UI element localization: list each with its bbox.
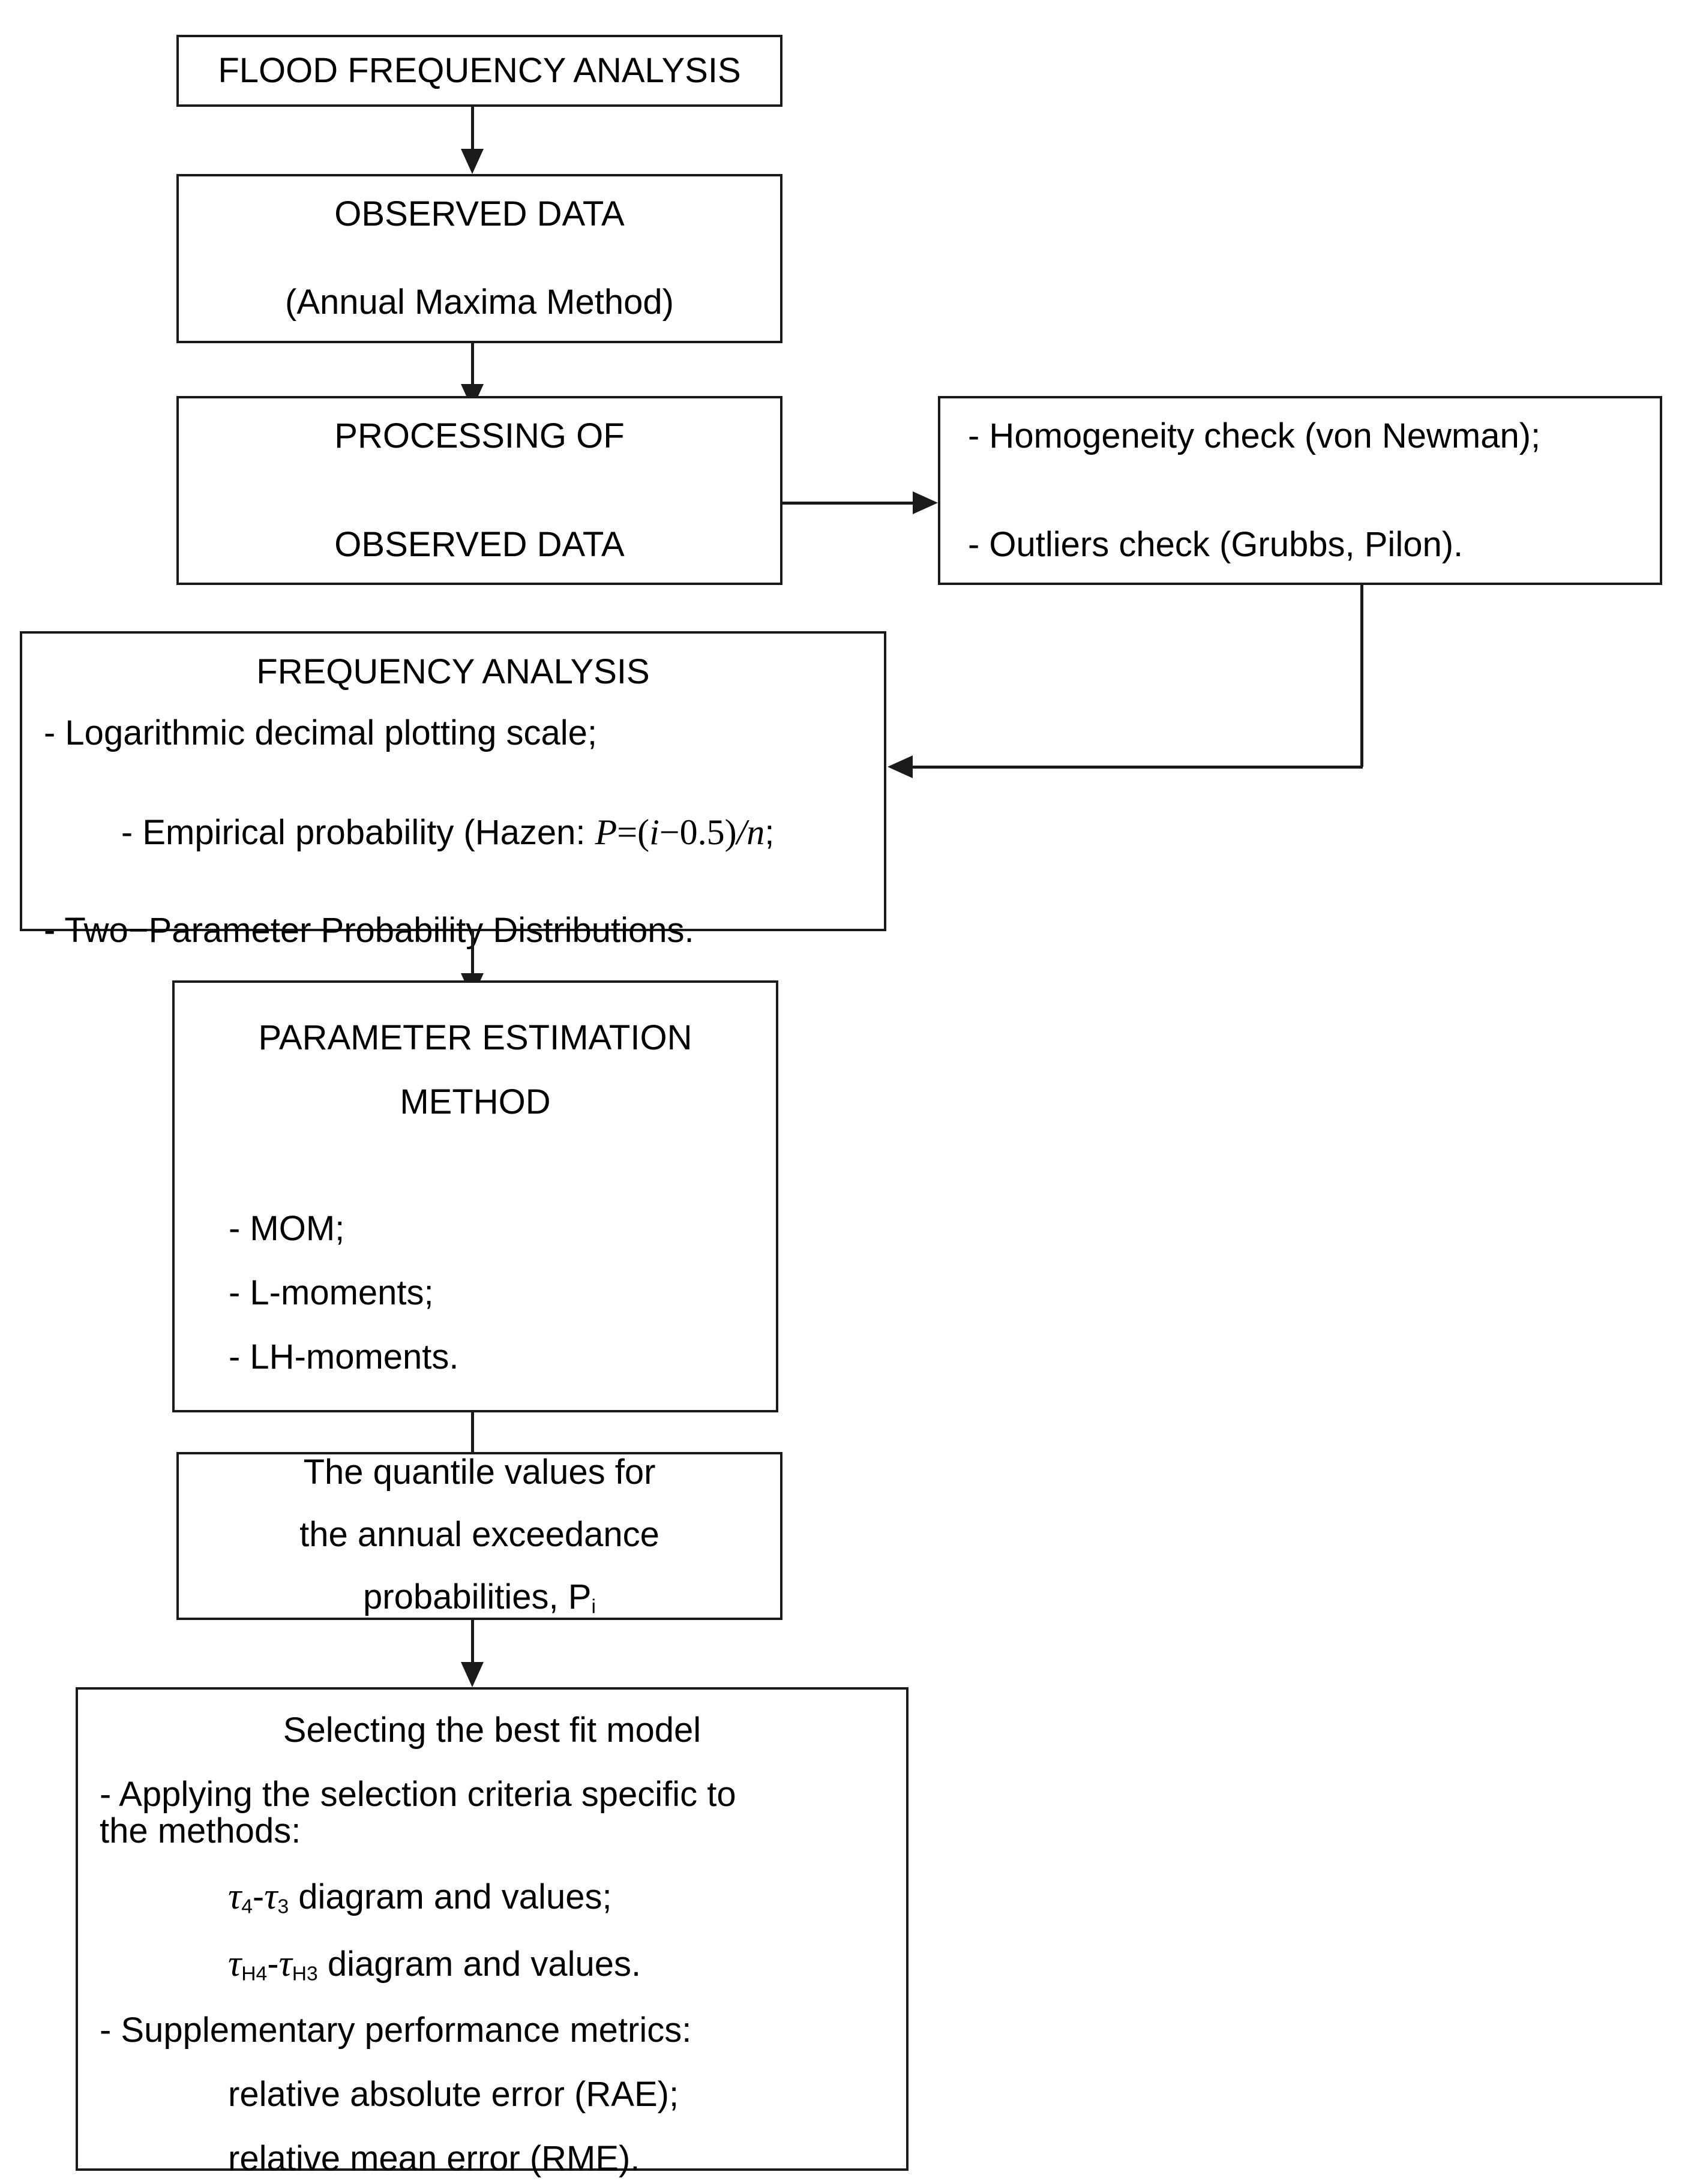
- param-item-mom: - MOM;: [229, 1208, 345, 1248]
- formula-i: i: [649, 812, 659, 852]
- formula-open-paren: (: [637, 812, 650, 852]
- tau-dash-1: -: [252, 1877, 265, 1916]
- bestfit-item-criteria-line-1: - Applying the selection criteria specif…: [100, 1774, 736, 1814]
- arrow-down-1: [461, 149, 484, 174]
- connector-line-2: [471, 343, 474, 390]
- bestfit-item-supplementary: - Supplementary performance metrics:: [100, 2011, 692, 2050]
- tau-subscript-3: 3: [277, 1895, 289, 1918]
- tau-symbol-1: τ: [228, 1876, 242, 1917]
- bestfit-metric-rae: relative absolute error (RAE);: [228, 2074, 679, 2114]
- quantile-line-2: the annual exceedance: [299, 1515, 659, 1555]
- formula-close-paren: ): [724, 812, 737, 852]
- bestfit-criterion-tau43: τ4-τ3 diagram and values;: [78, 1877, 906, 1918]
- formula-n: n: [746, 812, 765, 852]
- param-item-l-moments: - L-moments;: [229, 1273, 434, 1312]
- node-line-2: (Annual Maxima Method): [285, 283, 674, 322]
- formula-slash: /: [736, 812, 747, 852]
- freq-item-two-parameter: - Two−Parameter Probability Distribution…: [44, 911, 694, 950]
- bestfit-metric-rme: relative mean error (RME).: [228, 2138, 640, 2178]
- node-quantile-values: The quantile values for the annual excee…: [176, 1452, 782, 1620]
- freq-item-empirical-probability: - Empirical probability (Hazen: P=(i−0.5…: [22, 777, 884, 888]
- empirical-prob-prefix: - Empirical probability (Hazen:: [121, 812, 595, 852]
- node-flood-frequency-analysis: FLOOD FREQUENCY ANALYSIS: [176, 35, 782, 107]
- connector-line-4-horizontal: [913, 766, 1363, 769]
- node-title: FREQUENCY ANALYSIS: [256, 652, 650, 691]
- formula-equals: =: [617, 812, 638, 852]
- node-frequency-analysis: FREQUENCY ANALYSIS - Logarithmic decimal…: [20, 631, 886, 949]
- formula-p: P: [595, 812, 617, 852]
- node-best-fit-model: Selecting the best fit model - Applying …: [76, 1687, 909, 2177]
- node-title-line-2: METHOD: [400, 1082, 551, 1121]
- quantile-line-3: probabilities, Pi: [179, 1579, 780, 1618]
- node-title: FLOOD FREQUENCY ANALYSIS: [218, 50, 741, 90]
- tau-symbol-4: τ: [278, 1943, 292, 1985]
- tau-subscript-4: 4: [241, 1895, 253, 1918]
- check-item-outliers: - Outliers check (Grubbs, Pilon).: [968, 524, 1464, 564]
- param-item-lh-moments: - LH-moments.: [229, 1337, 459, 1376]
- formula-minus: −: [659, 812, 680, 852]
- connector-line-1: [471, 107, 474, 154]
- check-item-homogeneity: - Homogeneity check (von Newman);: [968, 416, 1541, 455]
- connector-line-5: [471, 931, 474, 979]
- hazen-formula: P=(i−0.5)/n: [595, 812, 765, 852]
- node-observed-data: OBSERVED DATA (Annual Maxima Method): [176, 174, 782, 343]
- node-line-2: OBSERVED DATA: [334, 524, 625, 564]
- empirical-prob-suffix: ;: [764, 812, 775, 852]
- node-line-1: OBSERVED DATA: [334, 194, 625, 234]
- connector-line-3: [782, 502, 916, 505]
- node-title: Selecting the best fit model: [283, 1711, 701, 1750]
- formula-value: 0.5: [679, 812, 725, 852]
- tau-symbol-2: τ: [264, 1876, 278, 1917]
- arrow-down-5: [461, 1662, 484, 1687]
- node-line-1: PROCESSING OF: [334, 416, 625, 455]
- node-processing-observed-data: PROCESSING OF OBSERVED DATA: [176, 396, 782, 585]
- tau-symbol-3: τ: [228, 1943, 242, 1985]
- bestfit-item-criteria-line-2: the methods:: [100, 1811, 301, 1850]
- node-data-checks: - Homogeneity check (von Newman); - Outl…: [938, 396, 1662, 585]
- node-title-line-1: PARAMETER ESTIMATION: [258, 1018, 692, 1057]
- connector-line-6: [471, 1412, 474, 1460]
- tau-criterion-text-1: diagram and values;: [289, 1877, 612, 1916]
- connector-line-7: [471, 1620, 474, 1667]
- arrow-left-1: [888, 755, 913, 778]
- freq-item-plotting-scale: - Logarithmic decimal plotting scale;: [44, 713, 597, 753]
- bestfit-criterion-tauH4H3: τH4-τH3 diagram and values.: [78, 1945, 906, 1985]
- arrow-right-1: [913, 491, 938, 514]
- tau-dash-2: -: [267, 1945, 279, 1984]
- node-parameter-estimation: PARAMETER ESTIMATION METHOD - MOM; - L-m…: [172, 980, 778, 1412]
- tau-criterion-text-2: diagram and values.: [317, 1945, 641, 1984]
- quantile-line-3-prefix: probabilities, P: [363, 1577, 592, 1617]
- quantile-subscript-i: i: [591, 1595, 596, 1618]
- tau-subscript-h3: H3: [292, 1963, 318, 1985]
- tau-subscript-h4: H4: [241, 1963, 268, 1985]
- quantile-line-1: The quantile values for: [303, 1453, 656, 1492]
- connector-line-4-vertical: [1360, 585, 1363, 767]
